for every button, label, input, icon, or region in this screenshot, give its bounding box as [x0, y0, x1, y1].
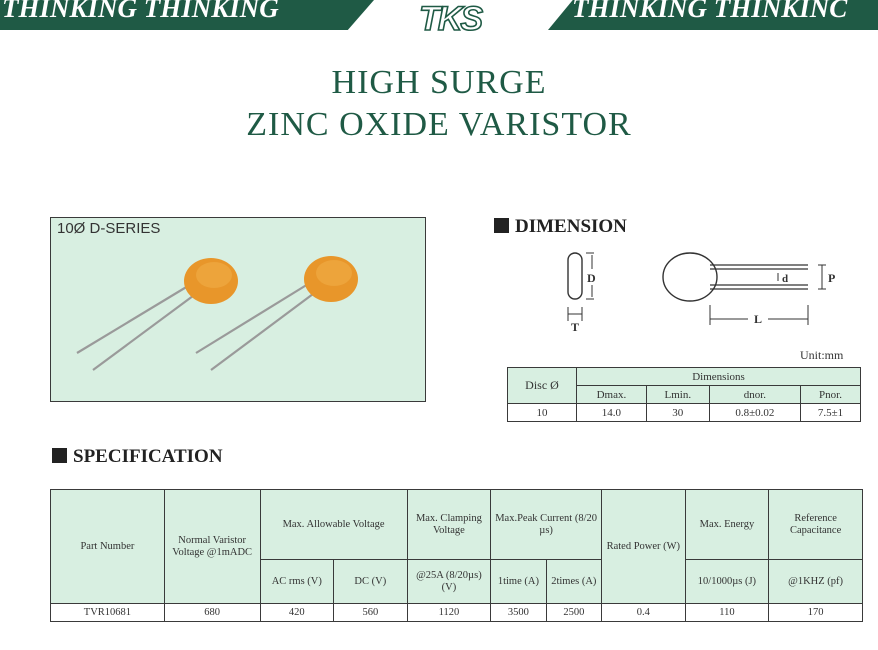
cell-peak2: 2500 [545, 603, 603, 622]
hdr-max-clamping: Max. Clamping Voltage [406, 489, 492, 560]
hdr-part-number: Part Number [50, 489, 165, 604]
cell-dc: 560 [333, 603, 408, 622]
table-row: 10 14.0 30 0.8±0.02 7.5±1 [507, 403, 861, 422]
hdr-clamping-cond: @25A (8/20µs) (V) [406, 559, 492, 604]
hdr-normal-voltage: Normal Varistor Voltage @1mADC [163, 489, 261, 604]
col-pnor: Pnor. [800, 385, 861, 404]
svg-text:TKS: TKS [419, 0, 483, 38]
dim-label-p: P [828, 271, 835, 285]
banner-left-text: THINKING THINKING [2, 0, 279, 23]
cell-part: TVR10681 [50, 603, 165, 622]
specification-table: Part Number Normal Varistor Voltage @1mA… [50, 489, 863, 622]
hdr-cap-cond: @1KHZ (pf) [768, 559, 863, 604]
header-banner-left: THINKING THINKING [0, 0, 374, 30]
bullet-square-icon [52, 448, 67, 463]
hdr-two-times: 2times (A) [545, 559, 603, 604]
hdr-rated-power: Rated Power (W) [601, 489, 686, 604]
specification-heading-text: SPECIFICATION [73, 446, 223, 467]
cell-cap: 170 [768, 603, 863, 622]
dim-label-t: T [571, 320, 579, 334]
dnor-value: 0.8±0.02 [708, 403, 802, 422]
dim-label-d-upper: D [587, 271, 596, 285]
bullet-square-icon [494, 218, 509, 233]
disc-value: 10 [507, 403, 577, 422]
dimensions-group-header: Dimensions [576, 367, 861, 386]
hdr-one-time: 1time (A) [490, 559, 547, 604]
varistor-illustration [76, 256, 358, 371]
dimension-table: Disc Ø Dimensions Dmax. Lmin. dnor. Pnor… [507, 367, 861, 422]
dimension-heading-text: DIMENSION [515, 216, 627, 237]
cell-voltage: 680 [163, 603, 261, 622]
cell-power: 0.4 [601, 603, 686, 622]
dim-label-l: L [754, 312, 762, 326]
col-lmin: Lmin. [645, 385, 710, 404]
hdr-max-energy: Max. Energy [684, 489, 770, 560]
series-label: 10Ø D-SERIES [57, 220, 161, 237]
cell-peak1: 3500 [490, 603, 547, 622]
dimension-heading: DIMENSION [494, 216, 627, 238]
page-title-line2: ZINC OXIDE VARISTOR [246, 106, 632, 143]
hdr-ac-rms: AC rms (V) [259, 559, 335, 604]
disc-header: Disc Ø [507, 367, 577, 404]
dmax-value: 14.0 [576, 403, 647, 422]
hdr-max-peak: Max.Peak Current (8/20 µs) [490, 489, 603, 560]
hdr-dc: DC (V) [333, 559, 408, 604]
hdr-energy-cond: 10/1000µs (J) [684, 559, 770, 604]
hdr-max-allowable: Max. Allowable Voltage [259, 489, 408, 560]
page-title-line1: HIGH SURGE [331, 64, 547, 101]
product-photo: 10Ø D-SERIES [50, 217, 426, 402]
cell-energy: 110 [684, 603, 770, 622]
hdr-ref-cap: Reference Capacitance [768, 489, 863, 560]
header-banner-right: THINKING THINKINC [548, 0, 878, 30]
cell-clamp: 1120 [406, 603, 492, 622]
col-dnor: dnor. [708, 385, 802, 404]
table-row: TVR10681 680 420 560 1120 3500 2500 0.4 … [50, 603, 863, 622]
dim-label-lead-d: d [782, 273, 788, 285]
pnor-value: 7.5±1 [800, 403, 861, 422]
unit-label: Unit:mm [800, 348, 844, 362]
banner-right-text: THINKING THINKINC [572, 0, 848, 23]
lmin-value: 30 [645, 403, 710, 422]
dimension-diagram: D T d P L [567, 252, 835, 334]
col-dmax: Dmax. [576, 385, 647, 404]
specification-heading: SPECIFICATION [52, 446, 223, 468]
cell-ac: 420 [259, 603, 335, 622]
tks-logo: TKS [418, 0, 486, 38]
